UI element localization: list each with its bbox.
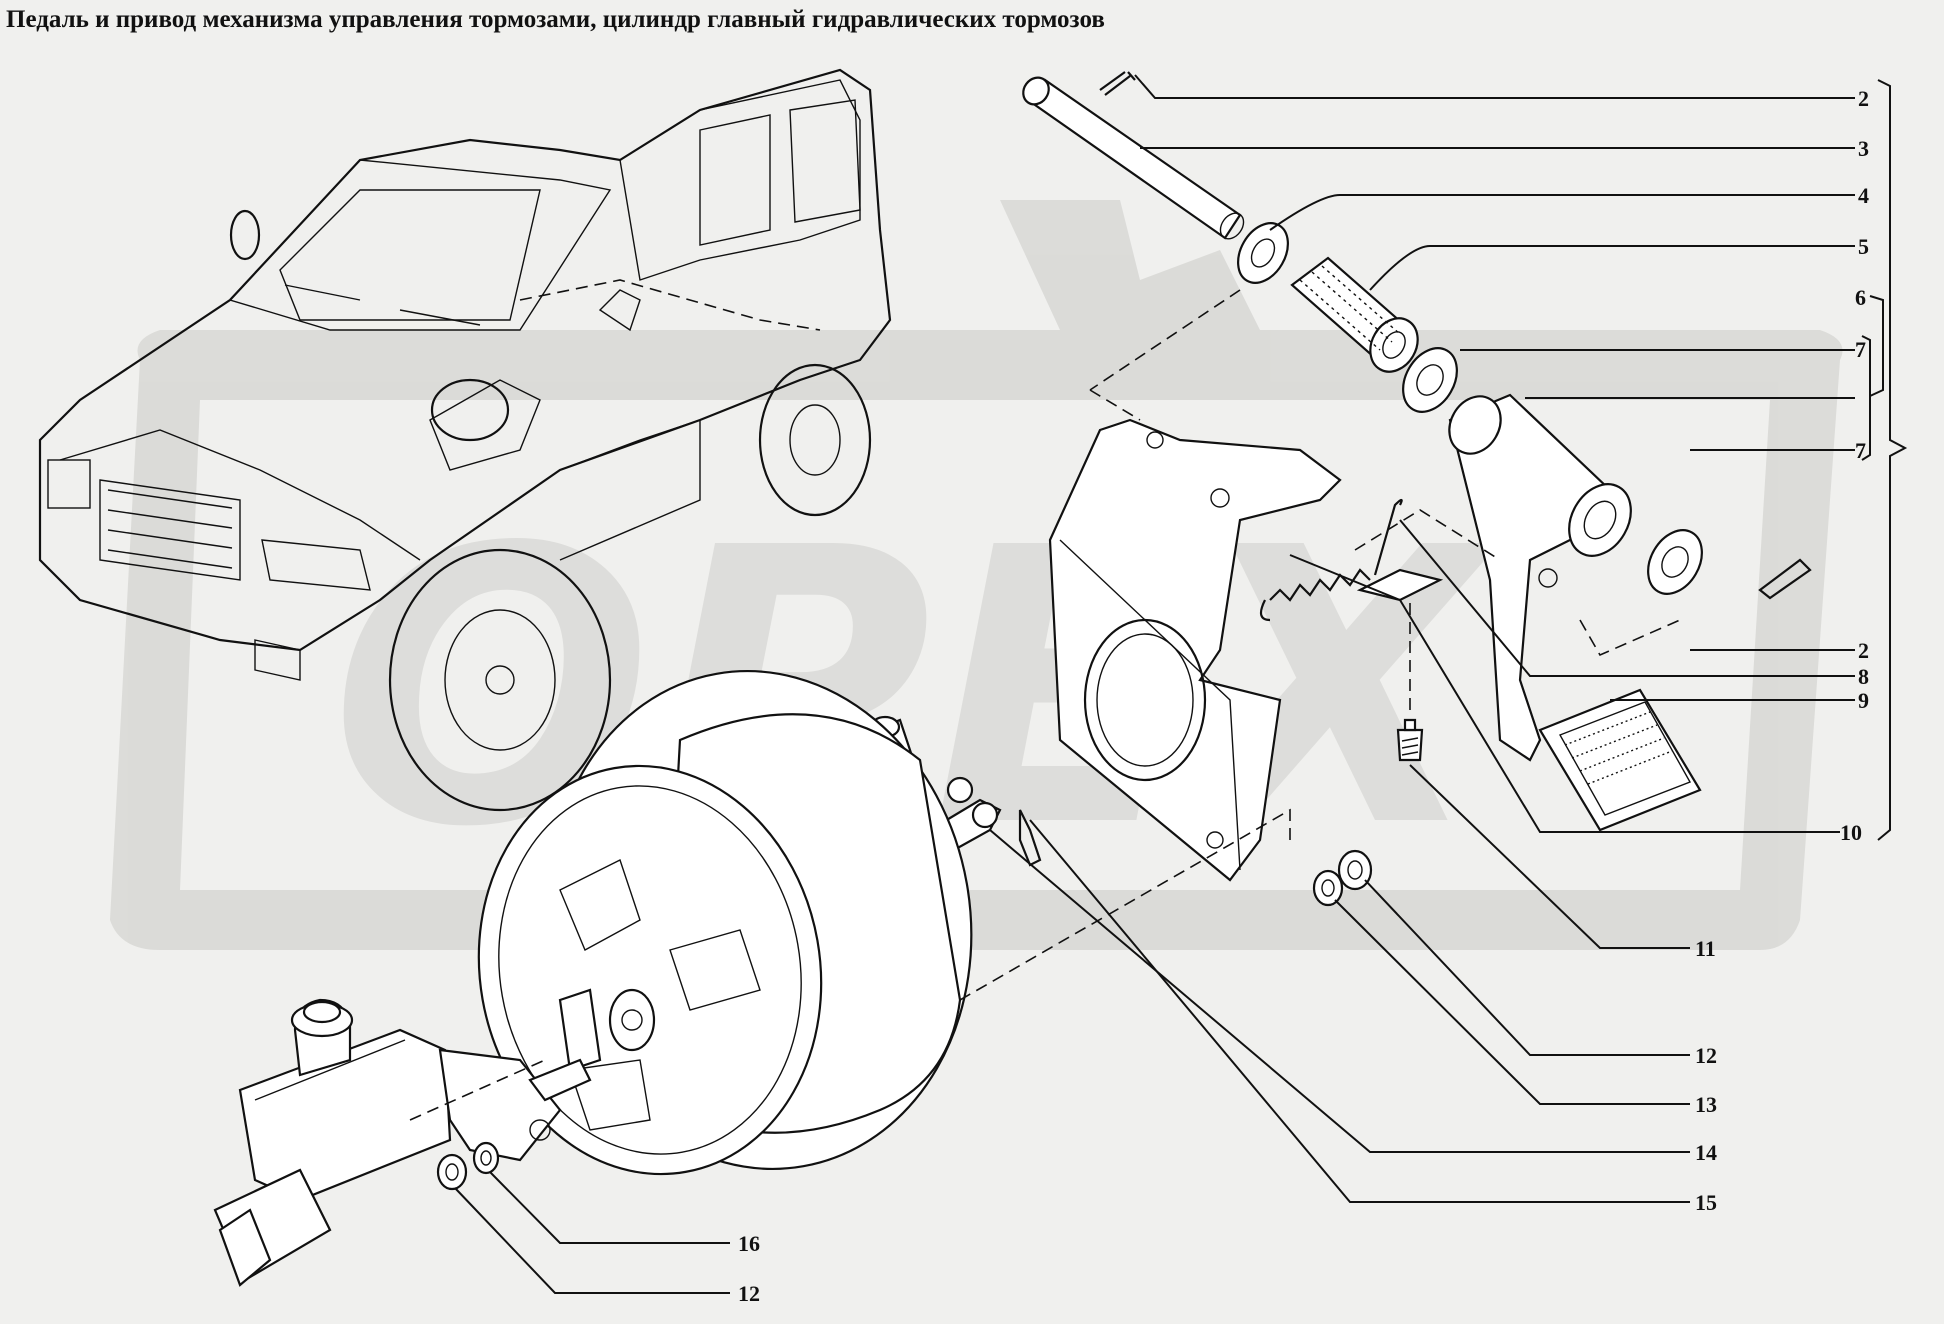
bolt xyxy=(1396,718,1424,762)
brake-pedal-lever xyxy=(1448,393,1632,762)
callout-14: 14 xyxy=(1695,1140,1717,1165)
spring-washer xyxy=(472,1141,500,1175)
leader-lines xyxy=(454,74,1908,1294)
callout-6: 6 xyxy=(1855,285,1866,310)
nut-lower xyxy=(436,1153,468,1191)
callout-4: 4 xyxy=(1858,183,1869,208)
diagram-title: Педаль и привод механизма управления тор… xyxy=(6,6,1105,33)
callout-2-top: 2 xyxy=(1858,86,1869,111)
watermark-logo: OPEX xyxy=(110,200,1843,1080)
callout-10: 10 xyxy=(1840,820,1862,845)
callout-8: 8 xyxy=(1858,664,1869,689)
vehicle-illustration xyxy=(38,68,892,812)
master-cylinder xyxy=(213,998,592,1287)
lock-washer xyxy=(1312,869,1344,907)
callout-15: 15 xyxy=(1695,1190,1717,1215)
callout-labels: 2 3 4 5 6 7 7 2 8 9 10 11 12 13 14 15 16… xyxy=(738,86,1869,1306)
callout-7-lower: 7 xyxy=(1855,438,1866,463)
cotter-pin-right xyxy=(1758,558,1812,600)
callout-12-lower: 12 xyxy=(738,1281,760,1306)
pedal-axle-pin xyxy=(1022,76,1245,240)
callout-3: 3 xyxy=(1858,136,1869,161)
nut-upper xyxy=(1337,849,1373,891)
spacer-sleeve-lower xyxy=(1647,529,1703,595)
callout-5: 5 xyxy=(1858,234,1869,259)
small-cotter-pin xyxy=(1018,809,1042,867)
callout-16: 16 xyxy=(738,1231,760,1256)
callout-13: 13 xyxy=(1695,1092,1717,1117)
pedal-pad xyxy=(1538,688,1702,832)
cotter-pin-top xyxy=(1099,71,1136,96)
callout-12-upper: 12 xyxy=(1695,1043,1717,1068)
callout-9: 9 xyxy=(1858,688,1869,713)
callout-7-upper: 7 xyxy=(1855,337,1866,362)
washer xyxy=(1237,222,1289,284)
callout-2-right: 2 xyxy=(1858,638,1869,663)
bushing xyxy=(1290,256,1419,373)
assembly-guide-lines xyxy=(409,289,1681,1121)
spacer-sleeve-upper xyxy=(1402,347,1458,413)
callout-11: 11 xyxy=(1695,936,1716,961)
